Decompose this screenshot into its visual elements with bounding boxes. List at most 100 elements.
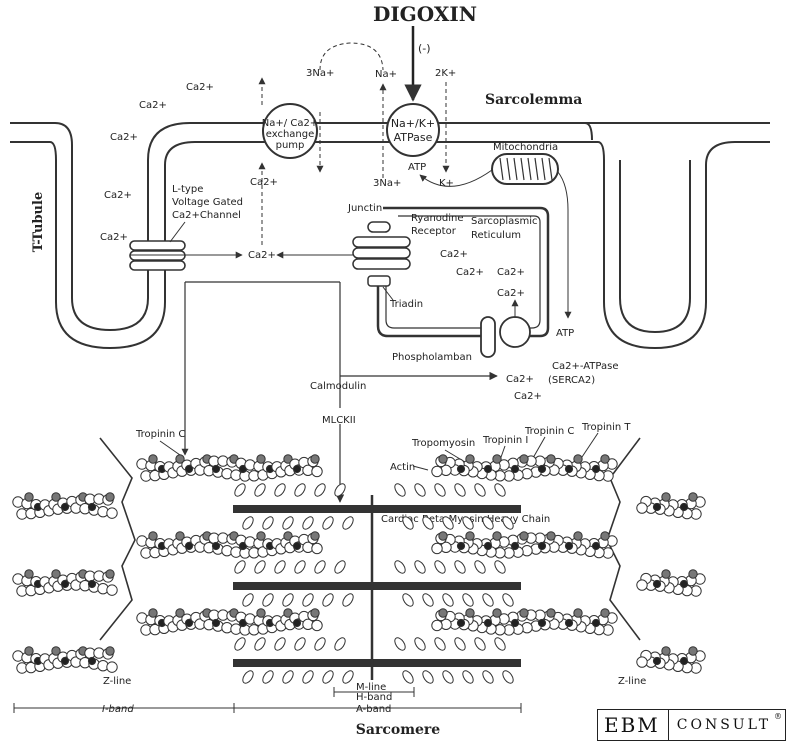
actin-bead [106, 584, 118, 596]
actin-bead [256, 454, 266, 464]
actin-bead [546, 608, 556, 618]
myosin-head [334, 560, 346, 574]
actin-bead [661, 569, 671, 579]
mitochondria-atp-to-nak-arrow [419, 169, 493, 187]
myosin-head [482, 670, 494, 684]
actin-bead [24, 492, 34, 502]
h-band-bracket [333, 687, 415, 697]
actin-bead [573, 454, 583, 464]
actin-bead [184, 464, 194, 474]
actin-bead [661, 646, 671, 656]
actin-label: Actin [390, 462, 415, 473]
actin-bead [431, 465, 443, 478]
actin-bead [60, 656, 70, 666]
actin-bead [652, 656, 662, 666]
t-tubule-label: T-Tubule [31, 192, 46, 252]
myosin-head [242, 516, 254, 530]
actin-bead [292, 541, 302, 551]
myosin-head [482, 516, 494, 530]
actin-bead [438, 608, 448, 618]
myosin-head [342, 516, 354, 530]
actin-bead [519, 454, 529, 464]
actin-bead [679, 502, 689, 512]
a-band-bracket [234, 703, 522, 713]
actin-bead [546, 454, 556, 464]
actin-bead [184, 618, 194, 628]
ca-extracellular: Ca2+ [104, 190, 132, 201]
logo-consult-text: CONSULT [676, 717, 772, 733]
z-line-right-label: Z-line [618, 676, 646, 687]
ca-cytosol: Ca2+ [514, 391, 542, 402]
ryanodine-label-line2: Receptor [411, 226, 457, 237]
t-tubule-right [619, 160, 691, 334]
sarcoplasmic-reticulum [376, 206, 550, 338]
actin-bead [51, 492, 61, 502]
nak-atp-label: ATP [408, 162, 426, 173]
actin-bead [211, 464, 221, 474]
actin-bead [636, 656, 648, 668]
actin-bead [51, 569, 61, 579]
myosin-head [342, 670, 354, 684]
i-band-label: I-band [102, 704, 134, 715]
actin-bead [688, 492, 698, 502]
junctin-label: Junctin [347, 203, 382, 214]
myosin-head [442, 670, 454, 684]
serca-atp-label: ATP [556, 328, 574, 339]
sarcoplasmic-reticulum-inner [385, 215, 541, 329]
actin-bead [211, 541, 221, 551]
ion-2k-top: 2K+ [435, 68, 456, 79]
actin-bead [431, 542, 443, 555]
myosin-head [242, 670, 254, 684]
myosin-head [434, 637, 446, 651]
ncx-label-line1: Na+/ Ca2+ [262, 118, 318, 129]
myosin-head [242, 593, 254, 607]
myosin-head [274, 483, 286, 497]
actin-pointer [412, 465, 429, 471]
ryanodine-label-line1: Ryanodine [411, 213, 464, 224]
actin-bead [24, 646, 34, 656]
ca-sr: Ca2+ [440, 249, 468, 260]
triadin-label: Triadin [389, 299, 423, 310]
myosin-head [274, 637, 286, 651]
myosin-head [434, 560, 446, 574]
myosin-head [282, 593, 294, 607]
actin-bead [87, 656, 97, 666]
myosin-head [494, 483, 506, 497]
actin-bead [652, 579, 662, 589]
actin-bead [292, 464, 302, 474]
myosin-head [454, 637, 466, 651]
actin-bead [105, 569, 115, 579]
actin-bead [483, 464, 493, 474]
ncx-label-line2: exchange [266, 129, 315, 140]
serca-label-line2: (SERCA2) [548, 375, 595, 386]
myosin-head [394, 483, 406, 497]
actin-bead [573, 608, 583, 618]
myosin-head [502, 593, 514, 607]
myosin-head [442, 516, 454, 530]
ion-3na-bottom: 3Na+ [373, 178, 401, 189]
actin-bead [438, 531, 448, 541]
myosin-head [262, 593, 274, 607]
myosin-head [434, 483, 446, 497]
myosin-head [402, 593, 414, 607]
myosin-head [502, 516, 514, 530]
actin-bead [87, 579, 97, 589]
ca-extracellular: Ca2+ [139, 100, 167, 111]
myosin-head [234, 637, 246, 651]
actin-bead [465, 454, 475, 464]
myosin-head [254, 560, 266, 574]
myosin-head [462, 516, 474, 530]
ncx-exchanger [262, 103, 318, 159]
myosin-filament-3 [233, 659, 521, 667]
myosin-head [414, 483, 426, 497]
tropinin-i-label: Tropinin I [482, 435, 528, 446]
ryanodine-receptor [352, 221, 411, 287]
mlck-label: MLCKII [322, 415, 356, 426]
myosin-head [262, 516, 274, 530]
m-line-label: M-line [356, 682, 386, 693]
actin-bead [51, 646, 61, 656]
actin-bead [510, 464, 520, 474]
actin-bead [311, 465, 323, 478]
actin-bead [600, 454, 610, 464]
